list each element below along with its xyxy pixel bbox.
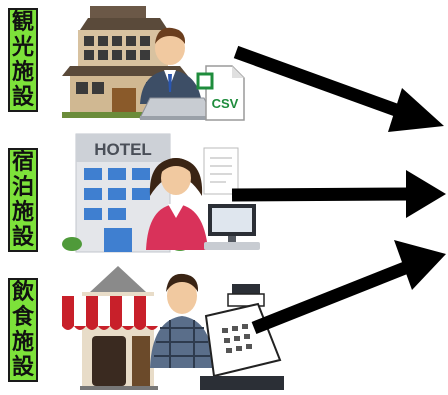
receptionist-avatar bbox=[146, 158, 208, 250]
tourist-facility-illustration: CSV bbox=[62, 6, 245, 121]
label-char: 設 bbox=[11, 85, 34, 110]
tourist-staff-avatar bbox=[140, 27, 202, 104]
hotel-building-icon: HOTEL bbox=[62, 133, 190, 253]
laptop-icon bbox=[139, 97, 215, 120]
arrow-row-2 bbox=[231, 170, 446, 218]
csv-label: CSV bbox=[212, 96, 239, 111]
label-char: 泊 bbox=[11, 175, 34, 200]
label-char: 光 bbox=[11, 35, 34, 60]
lodging-facility-illustration: HOTEL bbox=[62, 133, 260, 253]
label-char: 施 bbox=[11, 60, 34, 85]
label-char: 施 bbox=[11, 330, 34, 355]
label-char: 観 bbox=[11, 10, 34, 35]
cash-register-icon bbox=[200, 284, 284, 390]
label-dining-facility: 飲 食 施 設 bbox=[8, 278, 38, 382]
label-char: 施 bbox=[11, 200, 34, 225]
cashier-avatar bbox=[150, 273, 214, 368]
arrow-row-1 bbox=[233, 45, 444, 132]
csv-file-icon: CSV bbox=[196, 65, 245, 121]
arrow-row-3 bbox=[251, 240, 446, 335]
striped-awning bbox=[62, 296, 158, 330]
document-icon bbox=[203, 147, 239, 195]
label-char: 食 bbox=[11, 305, 34, 330]
label-lodging-facility: 宿 泊 施 設 bbox=[8, 148, 38, 252]
label-tourist-facility: 観 光 施 設 bbox=[8, 8, 38, 112]
label-char: 設 bbox=[11, 225, 34, 250]
label-char: 設 bbox=[11, 355, 34, 380]
hotel-sign: HOTEL bbox=[94, 140, 152, 159]
desktop-computer-icon bbox=[204, 204, 260, 250]
label-char: 飲 bbox=[11, 280, 34, 305]
label-char: 宿 bbox=[11, 150, 34, 175]
restaurant-storefront-icon bbox=[62, 266, 158, 390]
dining-facility-illustration bbox=[62, 266, 284, 390]
